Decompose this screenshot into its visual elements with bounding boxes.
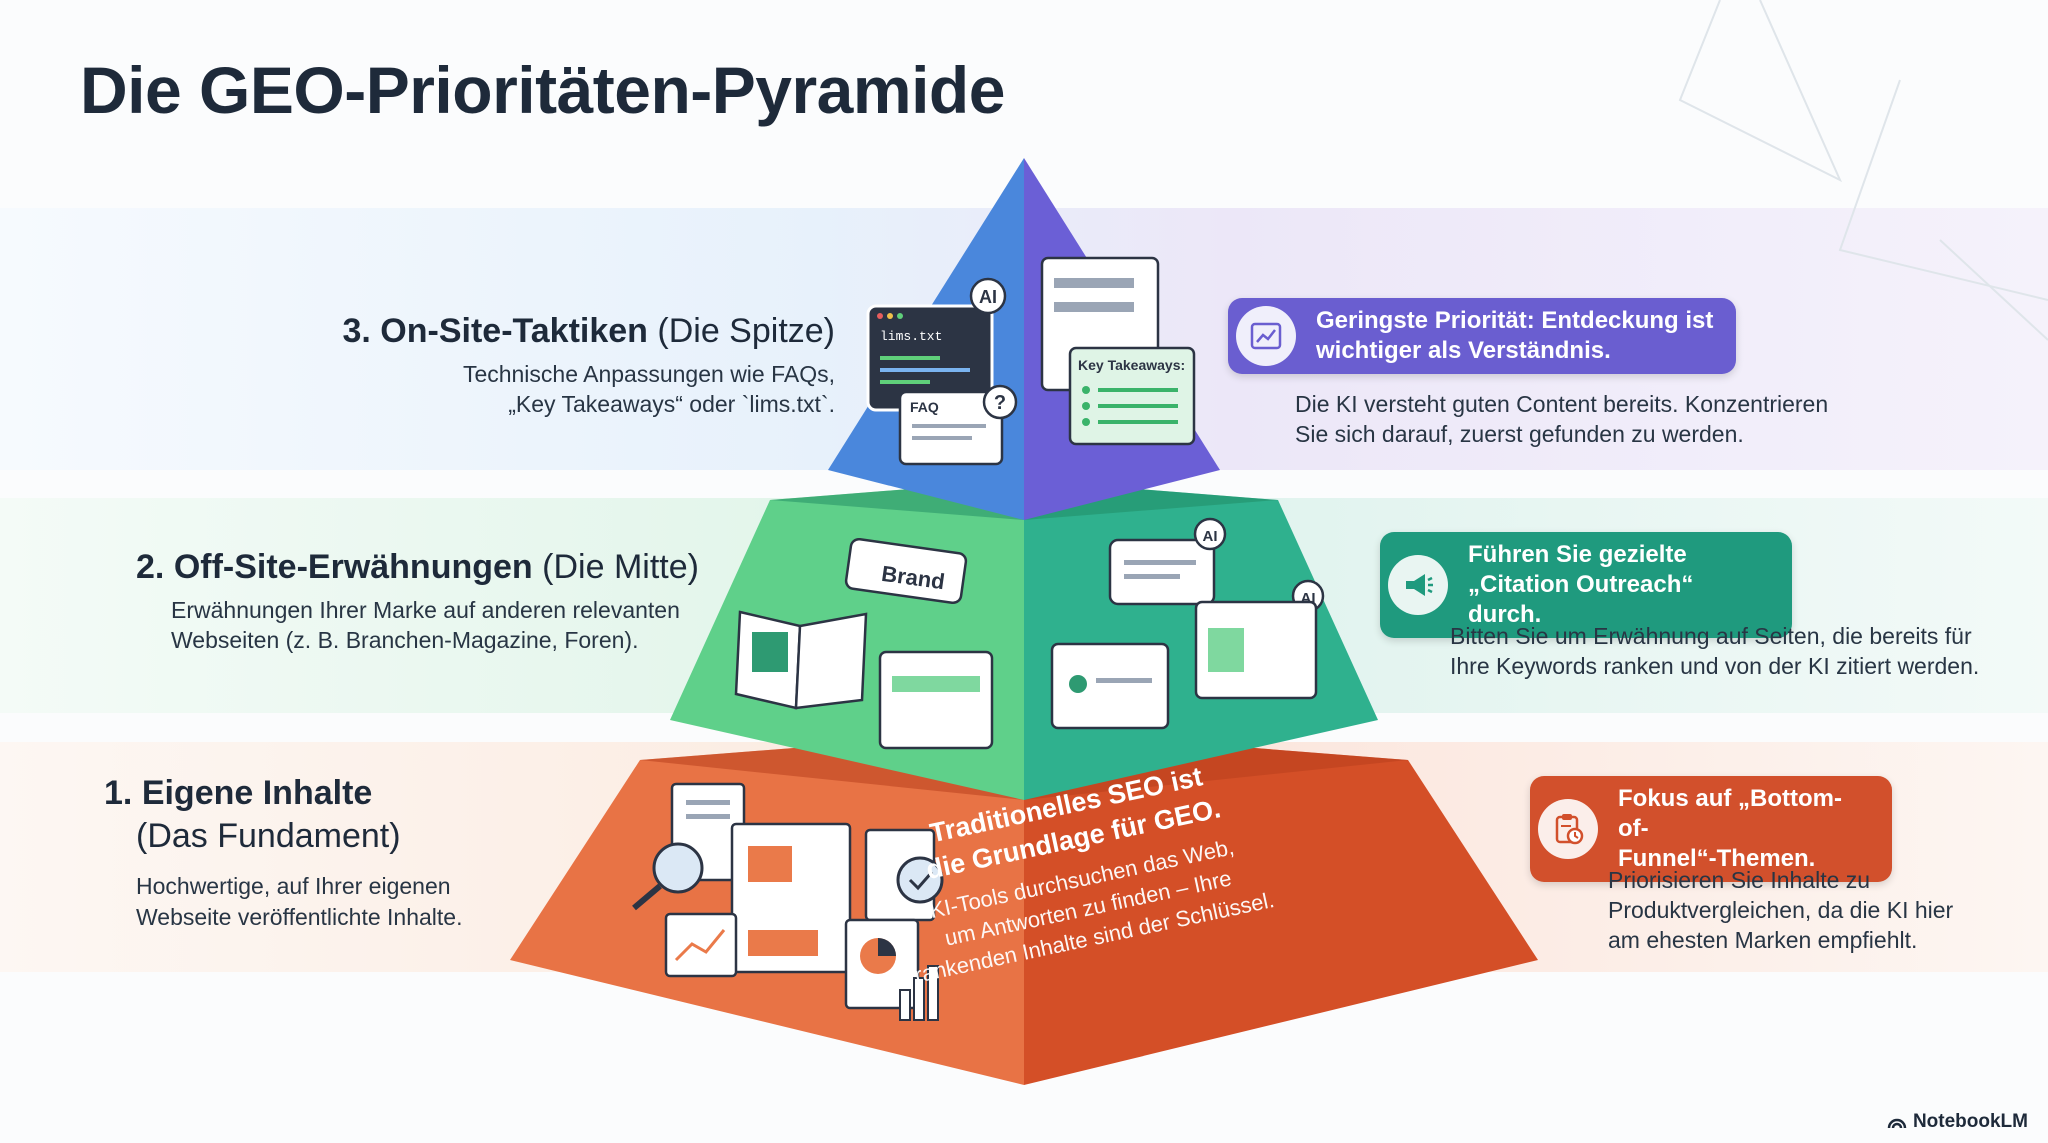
level-1-description-line: Webseite veröffentlichte Inhalte. bbox=[136, 903, 463, 930]
tier-bottom-right bbox=[1024, 730, 1538, 1085]
level-1-detail: Priorisieren Sie Inhalte zu Produktvergle… bbox=[1608, 866, 1988, 956]
question-badge-icon bbox=[982, 384, 1018, 420]
level-1-description-line: Hochwertige, auf Ihrer eigenen bbox=[136, 873, 451, 899]
page-title: Die GEO-Prioritäten-Pyramide bbox=[80, 53, 1005, 127]
level-1-detail-line: Priorisieren Sie Inhalte zu bbox=[1608, 867, 1871, 893]
magnifier-icon bbox=[632, 842, 704, 911]
webpage-icon bbox=[878, 650, 994, 750]
clipboard-clock-icon bbox=[1538, 799, 1598, 859]
level-1-detail-line: am ehesten Marken empfiehlt. bbox=[1608, 926, 1918, 953]
level-2-badge-line: „Citation Outreach“ durch. bbox=[1468, 571, 1694, 628]
level-2-detail-line: Bitten Sie um Erwähnung auf Seiten, die … bbox=[1450, 623, 1972, 649]
level-3-title: On-Site-Taktiken bbox=[380, 312, 648, 350]
level-2-priority-badge: Führen Sie gezielte „Citation Outreach“ d… bbox=[1380, 532, 1792, 638]
code-window-label: lims.txt bbox=[880, 329, 942, 344]
level-2-badge-line: Führen Sie gezielte bbox=[1468, 541, 1687, 568]
level-3-detail: Die KI versteht guten Content bereits. K… bbox=[1295, 390, 1855, 450]
magazine-icon bbox=[734, 610, 868, 710]
notebooklm-logo-icon bbox=[1887, 1118, 1907, 1129]
brand-name: NotebookLM bbox=[1912, 1111, 2028, 1132]
level-1-badge-line: Fokus auf „Bottom-of- bbox=[1618, 785, 1842, 842]
level-1-badge-line: Funnel“-Themen. bbox=[1618, 845, 1816, 872]
level-3-description-line: „Key Takeaways“ oder `lims.txt`. bbox=[508, 391, 835, 418]
level-2-subtitle: (Die Mitte) bbox=[542, 548, 699, 586]
level-2-label: 2. Off-Site-Erwähnungen (Die Mitte) Erwä… bbox=[136, 546, 699, 656]
megaphone-icon bbox=[1388, 555, 1448, 615]
level-2-title: Off-Site-Erwähnungen bbox=[173, 548, 533, 586]
level-3-label: 3. On-Site-Taktiken (Die Spitze) Technis… bbox=[342, 310, 835, 420]
level-1-label: 1. Eigene Inhalte (Das Fundament) Hochwer… bbox=[104, 772, 462, 932]
level-3-priority-badge: Geringste Priorität: Entdeckung ist wicht… bbox=[1228, 298, 1736, 374]
level-3-description-line: Technische Anpassungen wie FAQs, bbox=[462, 360, 835, 387]
level-3-badge-line: Geringste Priorität: Entdeckung ist bbox=[1316, 307, 1714, 334]
level-2-description-line: Webseiten (z. B. Branchen-Magazine, Fore… bbox=[171, 627, 639, 654]
key-takeaways-card-icon bbox=[1068, 346, 1196, 446]
forum-window-icon bbox=[1050, 642, 1170, 730]
ai-badge-icon bbox=[969, 277, 1007, 315]
faq-label: FAQ bbox=[910, 399, 939, 415]
level-3-subtitle: (Die Spitze) bbox=[657, 312, 835, 350]
question-badge-label: ? bbox=[994, 392, 1006, 414]
level-1-subtitle: (Das Fundament) bbox=[136, 816, 401, 855]
brand-tag-icon bbox=[844, 537, 968, 605]
level-1-detail-line: Produktvergleichen, da die KI hier bbox=[1608, 896, 1954, 923]
pie-chart-doc-icon bbox=[844, 918, 920, 1010]
chart-trend-icon bbox=[1236, 306, 1296, 366]
level-3-badge-line: wichtiger als Verständnis. bbox=[1316, 337, 1611, 364]
checklist-magnifier-icon bbox=[864, 828, 944, 922]
level-1-priority-badge: Fokus auf „Bottom-of- Funnel“-Themen. bbox=[1530, 776, 1892, 882]
brand-watermark: NotebookLM bbox=[1887, 1111, 2028, 1133]
ai-badge-label: AI bbox=[1203, 528, 1218, 545]
article-page-icon bbox=[730, 822, 852, 974]
level-2-detail: Bitten Sie um Erwähnung auf Seiten, die … bbox=[1450, 622, 2010, 682]
faq-card-icon bbox=[898, 390, 1004, 466]
bar-chart-icon bbox=[899, 965, 939, 1021]
level-3-detail-line: Sie sich darauf, zuerst gefunden zu werd… bbox=[1295, 420, 1744, 447]
level-2-description-line: Erwähnungen Ihrer Marke auf anderen rele… bbox=[171, 596, 680, 623]
level-3-number: 3. bbox=[342, 312, 371, 350]
chat-bubble-icon bbox=[1108, 538, 1216, 606]
ai-badge-label: AI bbox=[979, 287, 997, 307]
level-1-number: 1. bbox=[104, 774, 133, 812]
line-chart-card-icon bbox=[664, 912, 738, 978]
level-3-detail-line: Die KI versteht guten Content bereits. K… bbox=[1295, 391, 1829, 417]
level-2-number: 2. bbox=[136, 548, 165, 586]
level-1-title: Eigene Inhalte bbox=[141, 774, 373, 812]
decorative-lines bbox=[1678, 0, 2048, 341]
article-window-icon bbox=[1194, 600, 1318, 700]
level-2-detail-line: Ihre Keywords ranken und von der KI ziti… bbox=[1450, 652, 1980, 679]
key-takeaways-label: Key Takeaways: bbox=[1078, 357, 1185, 373]
